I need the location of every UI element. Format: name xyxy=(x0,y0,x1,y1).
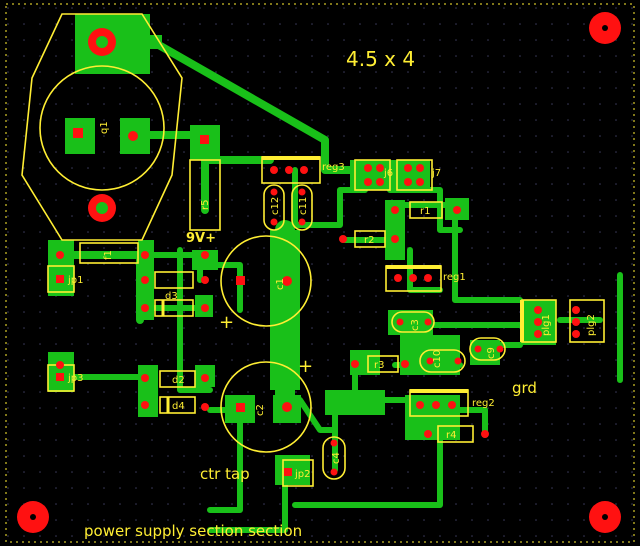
d4-outline xyxy=(159,396,196,414)
c10-label: c10 xyxy=(432,350,443,368)
c9-label: c9 xyxy=(486,347,497,359)
r2-label: r2 xyxy=(364,235,374,246)
c9-outline xyxy=(469,337,506,361)
plg2-label: plg2 xyxy=(586,314,597,336)
c12-outline xyxy=(263,184,285,231)
d3-outline xyxy=(154,299,194,317)
center-tap-label: ctr tap xyxy=(200,465,250,483)
c2-outline xyxy=(220,361,312,453)
jp2-label: jp2 xyxy=(294,469,311,480)
jp2-outline xyxy=(282,459,314,487)
jp1-outline xyxy=(47,265,75,293)
d4-label: d4 xyxy=(172,401,185,412)
q1-outline xyxy=(21,13,183,241)
r4-outline xyxy=(437,425,474,443)
c1-plus-label: + xyxy=(219,312,234,333)
plg2-outline xyxy=(569,299,605,343)
r5-outline xyxy=(189,159,221,231)
d-top-outline xyxy=(154,271,194,289)
f1-label: f1 xyxy=(103,250,114,260)
reg2-label: reg2 xyxy=(472,398,495,409)
r4-label: r4 xyxy=(446,430,456,441)
j6-label: j6 xyxy=(383,168,393,179)
r5-label: r5 xyxy=(200,200,211,210)
board-size-label: 4.5 x 4 xyxy=(346,47,415,71)
c11-label: c11 xyxy=(298,197,309,215)
reg1-label: reg1 xyxy=(443,272,466,283)
c1-label: c1 xyxy=(275,278,286,290)
d2-label: d2 xyxy=(172,375,185,386)
r3-label: r3 xyxy=(374,360,384,371)
drill-holes xyxy=(56,28,580,476)
c2-plus-label: + xyxy=(298,356,313,377)
plg1-label: plg1 xyxy=(541,314,552,336)
c3-outline xyxy=(391,311,435,333)
q1-body xyxy=(39,65,165,191)
c4-label: c4 xyxy=(331,452,342,464)
c12-label: c12 xyxy=(270,197,281,215)
c1-outline xyxy=(220,235,312,327)
r2-outline xyxy=(354,230,386,248)
r3-outline xyxy=(367,355,399,373)
mounting-holes xyxy=(17,12,621,533)
r1-outline xyxy=(409,201,443,219)
j7-label: j7 xyxy=(431,168,441,179)
c4-outline xyxy=(322,436,346,480)
jp1-label: jp1 xyxy=(67,275,84,286)
jp3-label: jp3 xyxy=(67,373,84,384)
footer-label: power supply section section xyxy=(84,522,302,540)
j6-outline xyxy=(354,159,391,191)
c11-outline xyxy=(291,184,313,231)
c10-outline xyxy=(419,349,466,373)
d3-label: d3 xyxy=(165,291,178,302)
v-plus-label: 9V+ xyxy=(186,231,216,246)
f1-outline xyxy=(79,242,139,264)
reg3-label: reg3 xyxy=(322,162,345,173)
c3-label: c3 xyxy=(410,319,421,331)
silkscreen xyxy=(21,13,605,487)
q1-label: q1 xyxy=(99,121,110,134)
ground-label: grd xyxy=(512,379,537,397)
silk-labels: 4.5 x 4 power supply section section 9V+… xyxy=(67,47,597,540)
j7-outline xyxy=(396,159,433,191)
d2-outline xyxy=(159,370,196,388)
board-outline xyxy=(5,3,635,543)
c2-label: c2 xyxy=(255,404,266,416)
r1-label: r1 xyxy=(420,206,430,217)
